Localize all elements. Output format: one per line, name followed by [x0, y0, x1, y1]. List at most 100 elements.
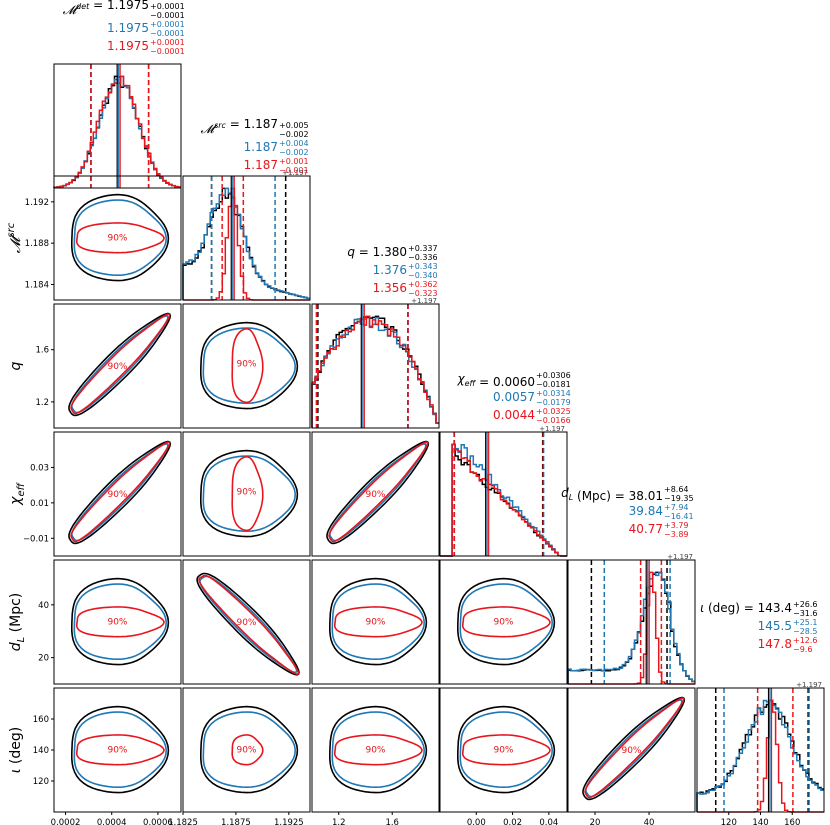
- title-line-blue: 1.187: [244, 140, 278, 154]
- histogram-step-blue: [182, 187, 310, 300]
- title-parameter-script: L: [569, 493, 573, 502]
- title-minus: −0.340: [408, 271, 438, 280]
- contour-red: [231, 455, 264, 532]
- title-minus: −0.0166: [536, 416, 571, 425]
- title-equals: =: [740, 601, 758, 615]
- title-minus: −3.89: [664, 530, 689, 539]
- y-axis-label-script: eff: [16, 481, 27, 496]
- title-median: 38.01: [629, 489, 663, 503]
- y-tick-label: 0.03: [30, 463, 49, 473]
- contour-panel-dl-chi: 90%: [457, 577, 556, 666]
- histogram-dl: [567, 560, 695, 685]
- contour-label: 90%: [107, 234, 127, 244]
- title-minus: −0.0001: [150, 29, 185, 38]
- y-axis-label-base: χ: [8, 496, 24, 506]
- title-plus: +0.005: [279, 121, 309, 130]
- contour-black: [200, 705, 299, 794]
- y-tick-label: −0.01: [23, 534, 49, 544]
- contour-red: [328, 441, 429, 543]
- title-median: 1.356: [373, 281, 407, 295]
- title-median: 39.84: [629, 504, 663, 518]
- contour-label: 90%: [365, 746, 385, 756]
- histogram-step-red: [53, 75, 181, 189]
- contour-label: 90%: [493, 618, 513, 628]
- panel-frame: [53, 559, 182, 685]
- title-median: 147.8: [758, 637, 792, 651]
- contour-panel-dl-q: 90%: [329, 577, 428, 666]
- y-tick-label: 1.2: [35, 398, 49, 408]
- contour-panel-iota-msrc: 90%: [200, 705, 299, 794]
- y-axis-label: ι (deg): [8, 727, 24, 774]
- contour-blue: [459, 583, 554, 661]
- title-minus: −0.336: [408, 253, 438, 262]
- y-axis-label-unit: (deg): [8, 727, 24, 769]
- title-line-red: 40.77: [629, 522, 663, 536]
- title-minus: −31.6: [793, 609, 818, 618]
- contour-red: [76, 606, 165, 638]
- title-parameter-script: det: [76, 2, 90, 11]
- contour-panel-msrc-mdet: 90%: [71, 193, 170, 282]
- title-minus: −0.323: [408, 289, 438, 298]
- title-unit: (Mpc): [573, 489, 611, 503]
- title-plus: +0.0325: [536, 407, 571, 416]
- contour-black: [457, 705, 556, 794]
- panel-frame: [311, 303, 440, 429]
- contour-blue: [202, 711, 297, 789]
- contour-blue: [73, 199, 168, 277]
- contour-label: 90%: [365, 618, 385, 628]
- title-minus: −16.41: [664, 512, 694, 521]
- title-minus: −0.0181: [536, 380, 571, 389]
- contour-label: 90%: [493, 746, 513, 756]
- contour-black: [200, 449, 299, 538]
- y-axis-label: dL (Mpc): [8, 593, 27, 652]
- title-line-blue: 39.84: [629, 504, 663, 518]
- contour-black: [196, 572, 300, 676]
- panel-frame: [53, 431, 182, 557]
- title-plus: +26.6: [793, 600, 818, 609]
- x-tick-label: 1.1925: [274, 818, 304, 825]
- x-tick-label: 0.0006: [143, 818, 173, 825]
- contour-panel-dl-msrc: 90%: [196, 572, 300, 676]
- contour-red: [76, 734, 165, 766]
- contour-black: [582, 696, 686, 801]
- title-equals: =: [611, 489, 629, 503]
- contour-blue: [329, 443, 427, 542]
- contour-black: [68, 312, 172, 417]
- histogram-step-blue: [440, 443, 567, 557]
- panel-frame: [567, 559, 696, 685]
- x-tick-label: 0.00: [467, 818, 486, 825]
- title-median: 40.77: [629, 522, 663, 536]
- panel-frame: [53, 63, 182, 189]
- title-line-black: dL (Mpc) = 38.01: [561, 486, 663, 503]
- parameter-title-chi: χeff = 0.0060+0.0306−0.01810.0057+0.0314…: [457, 371, 571, 425]
- title-line-black: q = 1.380: [347, 245, 407, 259]
- contour-blue: [202, 455, 297, 533]
- contour-panel-iota-chi: 90%: [457, 705, 556, 794]
- contour-red: [462, 606, 551, 638]
- panel-offset-label: +1.197: [411, 297, 437, 305]
- title-minus: −0.002: [279, 130, 309, 139]
- histogram-iota: [696, 688, 824, 813]
- panel-offset-label: +1.197: [796, 681, 822, 689]
- contour-blue: [459, 711, 554, 789]
- title-median: 0.0060: [493, 375, 535, 389]
- contour-label: 90%: [236, 746, 256, 756]
- title-plus: +0.362: [408, 280, 438, 289]
- panel-offset-label: +1.197: [282, 169, 308, 177]
- histogram-step-blue: [311, 315, 439, 428]
- panel-offset-label: +1.197: [539, 425, 565, 433]
- title-minus: −28.5: [793, 627, 818, 636]
- histogram-step-blue: [696, 699, 824, 812]
- histogram-step-red: [568, 571, 695, 685]
- contour-panel-iota-dl: 90%: [582, 696, 686, 801]
- title-plus: +0.001: [279, 157, 309, 166]
- title-plus: +0.0001: [150, 38, 185, 47]
- panel-frame: [182, 303, 311, 429]
- title-median: 145.5: [758, 619, 792, 633]
- contour-red: [198, 574, 300, 676]
- title-parameter: χ: [457, 372, 466, 386]
- y-tick-label: 1.192: [25, 198, 49, 208]
- title-median: 0.0057: [493, 390, 535, 404]
- title-plus: +0.343: [408, 262, 438, 271]
- panel-frame: [182, 175, 311, 301]
